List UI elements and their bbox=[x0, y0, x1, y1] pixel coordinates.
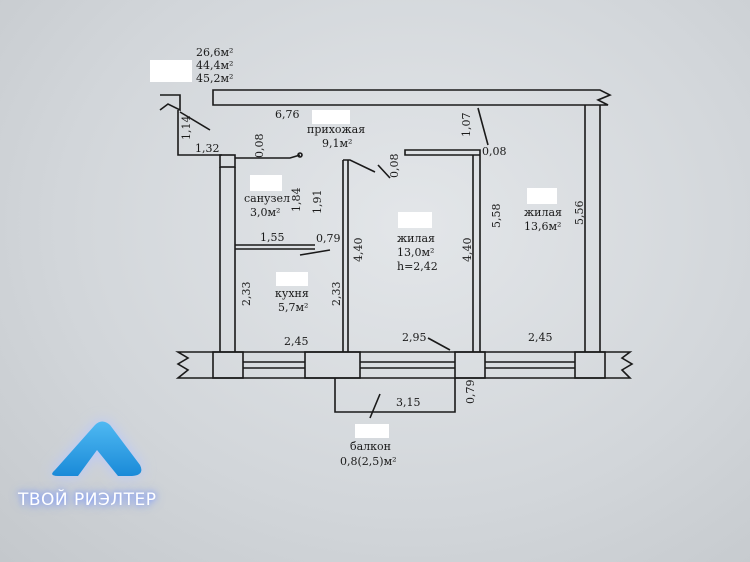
windows bbox=[243, 361, 575, 369]
dim-2-33: 2,33 bbox=[240, 282, 253, 307]
dim-4-40: 4,40 bbox=[461, 238, 474, 263]
dim-1-55: 1,55 bbox=[260, 231, 285, 244]
bathroom-wall bbox=[235, 244, 315, 250]
living2-area: 13,6м² bbox=[524, 220, 561, 233]
dim-6-76: 6,76 bbox=[275, 108, 300, 121]
hallway-area: 9,1м² bbox=[322, 137, 352, 150]
dim-0-08: 0,08 bbox=[253, 134, 266, 159]
redaction bbox=[250, 175, 282, 191]
pier bbox=[454, 351, 486, 379]
hall-partition bbox=[235, 154, 301, 159]
bathroom-area: 3,0м² bbox=[250, 206, 280, 219]
living1-name: жилая bbox=[397, 232, 435, 245]
redaction bbox=[150, 60, 192, 82]
dim-5-58: 5,58 bbox=[490, 204, 503, 229]
logo-icon bbox=[52, 421, 142, 476]
dim-3-15: 3,15 bbox=[396, 396, 421, 409]
redaction bbox=[276, 272, 308, 286]
redaction bbox=[398, 212, 432, 228]
kitchen-name: кухня bbox=[275, 287, 309, 300]
right-wall bbox=[584, 105, 601, 352]
total-area-2: 44,4м² bbox=[196, 59, 233, 72]
left-zigzag-wall bbox=[159, 94, 222, 156]
dim-1-32: 1,32 bbox=[195, 142, 220, 155]
dim-4-40: 4,40 bbox=[352, 238, 365, 263]
living2-name: жилая bbox=[524, 206, 562, 219]
pier bbox=[574, 351, 606, 379]
balcony-outline bbox=[334, 378, 456, 413]
dim-2-45: 2,45 bbox=[528, 331, 553, 344]
logo-text: ТВОЙ РИЭЛТЕР bbox=[18, 490, 157, 510]
living1-area: 13,0м² bbox=[397, 246, 434, 259]
bottom-wall bbox=[175, 351, 634, 379]
dim-0-79: 0,79 bbox=[316, 232, 341, 245]
labels: 26,6м² 44,4м² 45,2м² прихожая 9,1м² сану… bbox=[180, 46, 586, 468]
hallway-name: прихожая bbox=[307, 123, 365, 136]
dim-0-79: 0,79 bbox=[464, 380, 477, 405]
redaction bbox=[527, 188, 557, 204]
redaction bbox=[355, 424, 389, 438]
kitchen-wall bbox=[342, 159, 376, 352]
wall-corner bbox=[219, 154, 236, 168]
pier bbox=[304, 351, 361, 379]
dim-2-33: 2,33 bbox=[330, 282, 343, 307]
living1-height: h=2,42 bbox=[397, 260, 438, 273]
dim-2-95: 2,95 bbox=[402, 331, 427, 344]
fixture bbox=[297, 152, 303, 158]
room-partition bbox=[404, 149, 481, 352]
left-wall bbox=[219, 167, 236, 352]
top-wall bbox=[212, 89, 612, 106]
walls bbox=[159, 89, 634, 419]
total-area-1: 26,6м² bbox=[196, 46, 233, 59]
dim-1-14: 1,14 bbox=[180, 116, 193, 141]
balcony-area: 0,8(2,5)м² bbox=[340, 455, 397, 468]
kitchen-area: 5,7м² bbox=[278, 301, 308, 314]
redaction bbox=[312, 110, 350, 124]
dim-1-07: 1,07 bbox=[460, 113, 473, 138]
dim-5-56: 5,56 bbox=[573, 201, 586, 226]
dim-2-45: 2,45 bbox=[284, 335, 309, 348]
pier bbox=[212, 351, 244, 379]
balcony-name: балкон bbox=[350, 440, 391, 453]
dim-0-08: 0,08 bbox=[388, 154, 401, 179]
leader-lines bbox=[179, 107, 489, 419]
dim-0-08: 0,08 bbox=[482, 145, 507, 158]
bathroom-name: санузел bbox=[244, 192, 290, 205]
total-area-3: 45,2м² bbox=[196, 72, 233, 85]
dim-1-91: 1,91 bbox=[311, 190, 324, 215]
dim-1-84: 1,84 bbox=[290, 188, 303, 213]
